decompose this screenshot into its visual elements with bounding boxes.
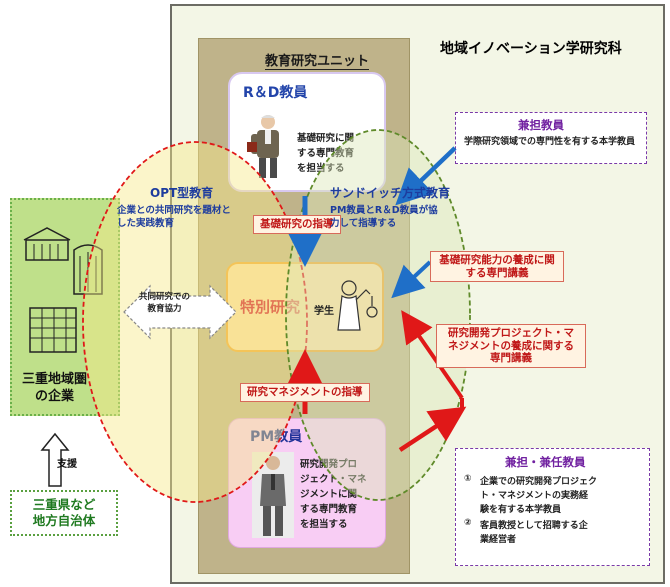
- research-management-guidance-label: 研究マネジメントの指導: [240, 383, 370, 402]
- pm-faculty-desc-3: ジメントに関: [300, 489, 358, 500]
- adjunct-item1-number: ①: [464, 474, 472, 484]
- joint-research-double-arrow: [123, 284, 237, 340]
- graduate-school-title: 地域イノベーション学研究科: [440, 41, 622, 57]
- rd-faculty-box: [228, 72, 386, 192]
- adjunct-faculty-box: [455, 448, 650, 566]
- support-label: 支援: [57, 459, 77, 470]
- sandwich-education-desc: PM教員とR＆D教員が協 力して指導する: [330, 205, 438, 230]
- rd-faculty-desc-2: する専門教育: [297, 148, 355, 159]
- concurrent-faculty-desc: 学際研究領域での専門性を有する本学教員: [464, 137, 636, 147]
- adjunct-item1-line3: 験を有する本学教員: [480, 505, 562, 515]
- student-figure-icon: [337, 280, 378, 331]
- concurrent-to-research-arrow: [395, 146, 457, 206]
- regional-companies-box: [10, 198, 120, 416]
- sandwich-education-title: サンドイッチ方式教育: [330, 186, 451, 200]
- rd-faculty-title: R＆D教員: [243, 85, 308, 101]
- education-unit-title: 教育研究ユニット: [265, 50, 370, 70]
- student-label: 学生: [314, 306, 334, 317]
- adjunct-lecture-arrow: [401, 310, 464, 400]
- adjunct-to-research-arrow: [398, 406, 467, 452]
- rd-faculty-desc-3: を担当する: [297, 163, 345, 174]
- adjunct-item2-line2: 業経営者: [480, 535, 517, 545]
- special-research-title: 特別研究: [240, 298, 301, 316]
- basic-ability-lecture-label: 基礎研究能力の養成に関する専門講義: [430, 251, 564, 283]
- pm-faculty-desc-5: を担当する: [300, 519, 348, 530]
- opt-education-title: OPT型教育: [150, 186, 214, 200]
- adjunct-item2-line1: 客員教授として招聘する企: [480, 521, 588, 531]
- pm-faculty-desc-2: ジェクト・マネ: [300, 474, 367, 485]
- support-up-arrow-icon: [40, 432, 70, 487]
- basic-research-guidance-label: 基礎研究の指導: [253, 215, 341, 234]
- adjunct-faculty-title: 兼担・兼任教員: [505, 455, 586, 469]
- joint-research-label: 共同研究での 教育協力: [139, 292, 191, 314]
- businessman-figure-icon: [252, 452, 294, 538]
- concurrent-faculty-box: [455, 112, 647, 164]
- adjunct-item1-line1: 企業での研究開発プロジェク: [480, 477, 598, 487]
- pm-faculty-desc-4: する専門教育: [300, 504, 358, 515]
- concurrent-lecture-arrow: [391, 260, 432, 299]
- concurrent-faculty-title: 兼担教員: [518, 118, 564, 132]
- adjunct-item1-line2: ト・マネジメントの実務経: [480, 491, 589, 501]
- opt-education-desc: 企業との共同研究を題材と した実践教育: [117, 205, 231, 230]
- rd-faculty-desc-1: 基礎研究に関: [297, 133, 355, 144]
- local-government-label: 三重県など 地方自治体: [32, 497, 96, 529]
- professor-figure-icon: [247, 115, 279, 178]
- company-buildings-icon: [23, 227, 103, 353]
- local-government-box: [10, 490, 118, 536]
- pm-ability-lecture-label: 研究開発プロジェクト・マネジメントの養成に関する専門講義: [436, 324, 586, 368]
- pm-faculty-title: PM教員: [250, 429, 303, 445]
- pm-faculty-desc-1: 研究開発プロ: [300, 459, 358, 470]
- adjunct-item2-number: ②: [464, 518, 472, 528]
- regional-companies-label: 三重地域圏 の企業: [22, 372, 88, 404]
